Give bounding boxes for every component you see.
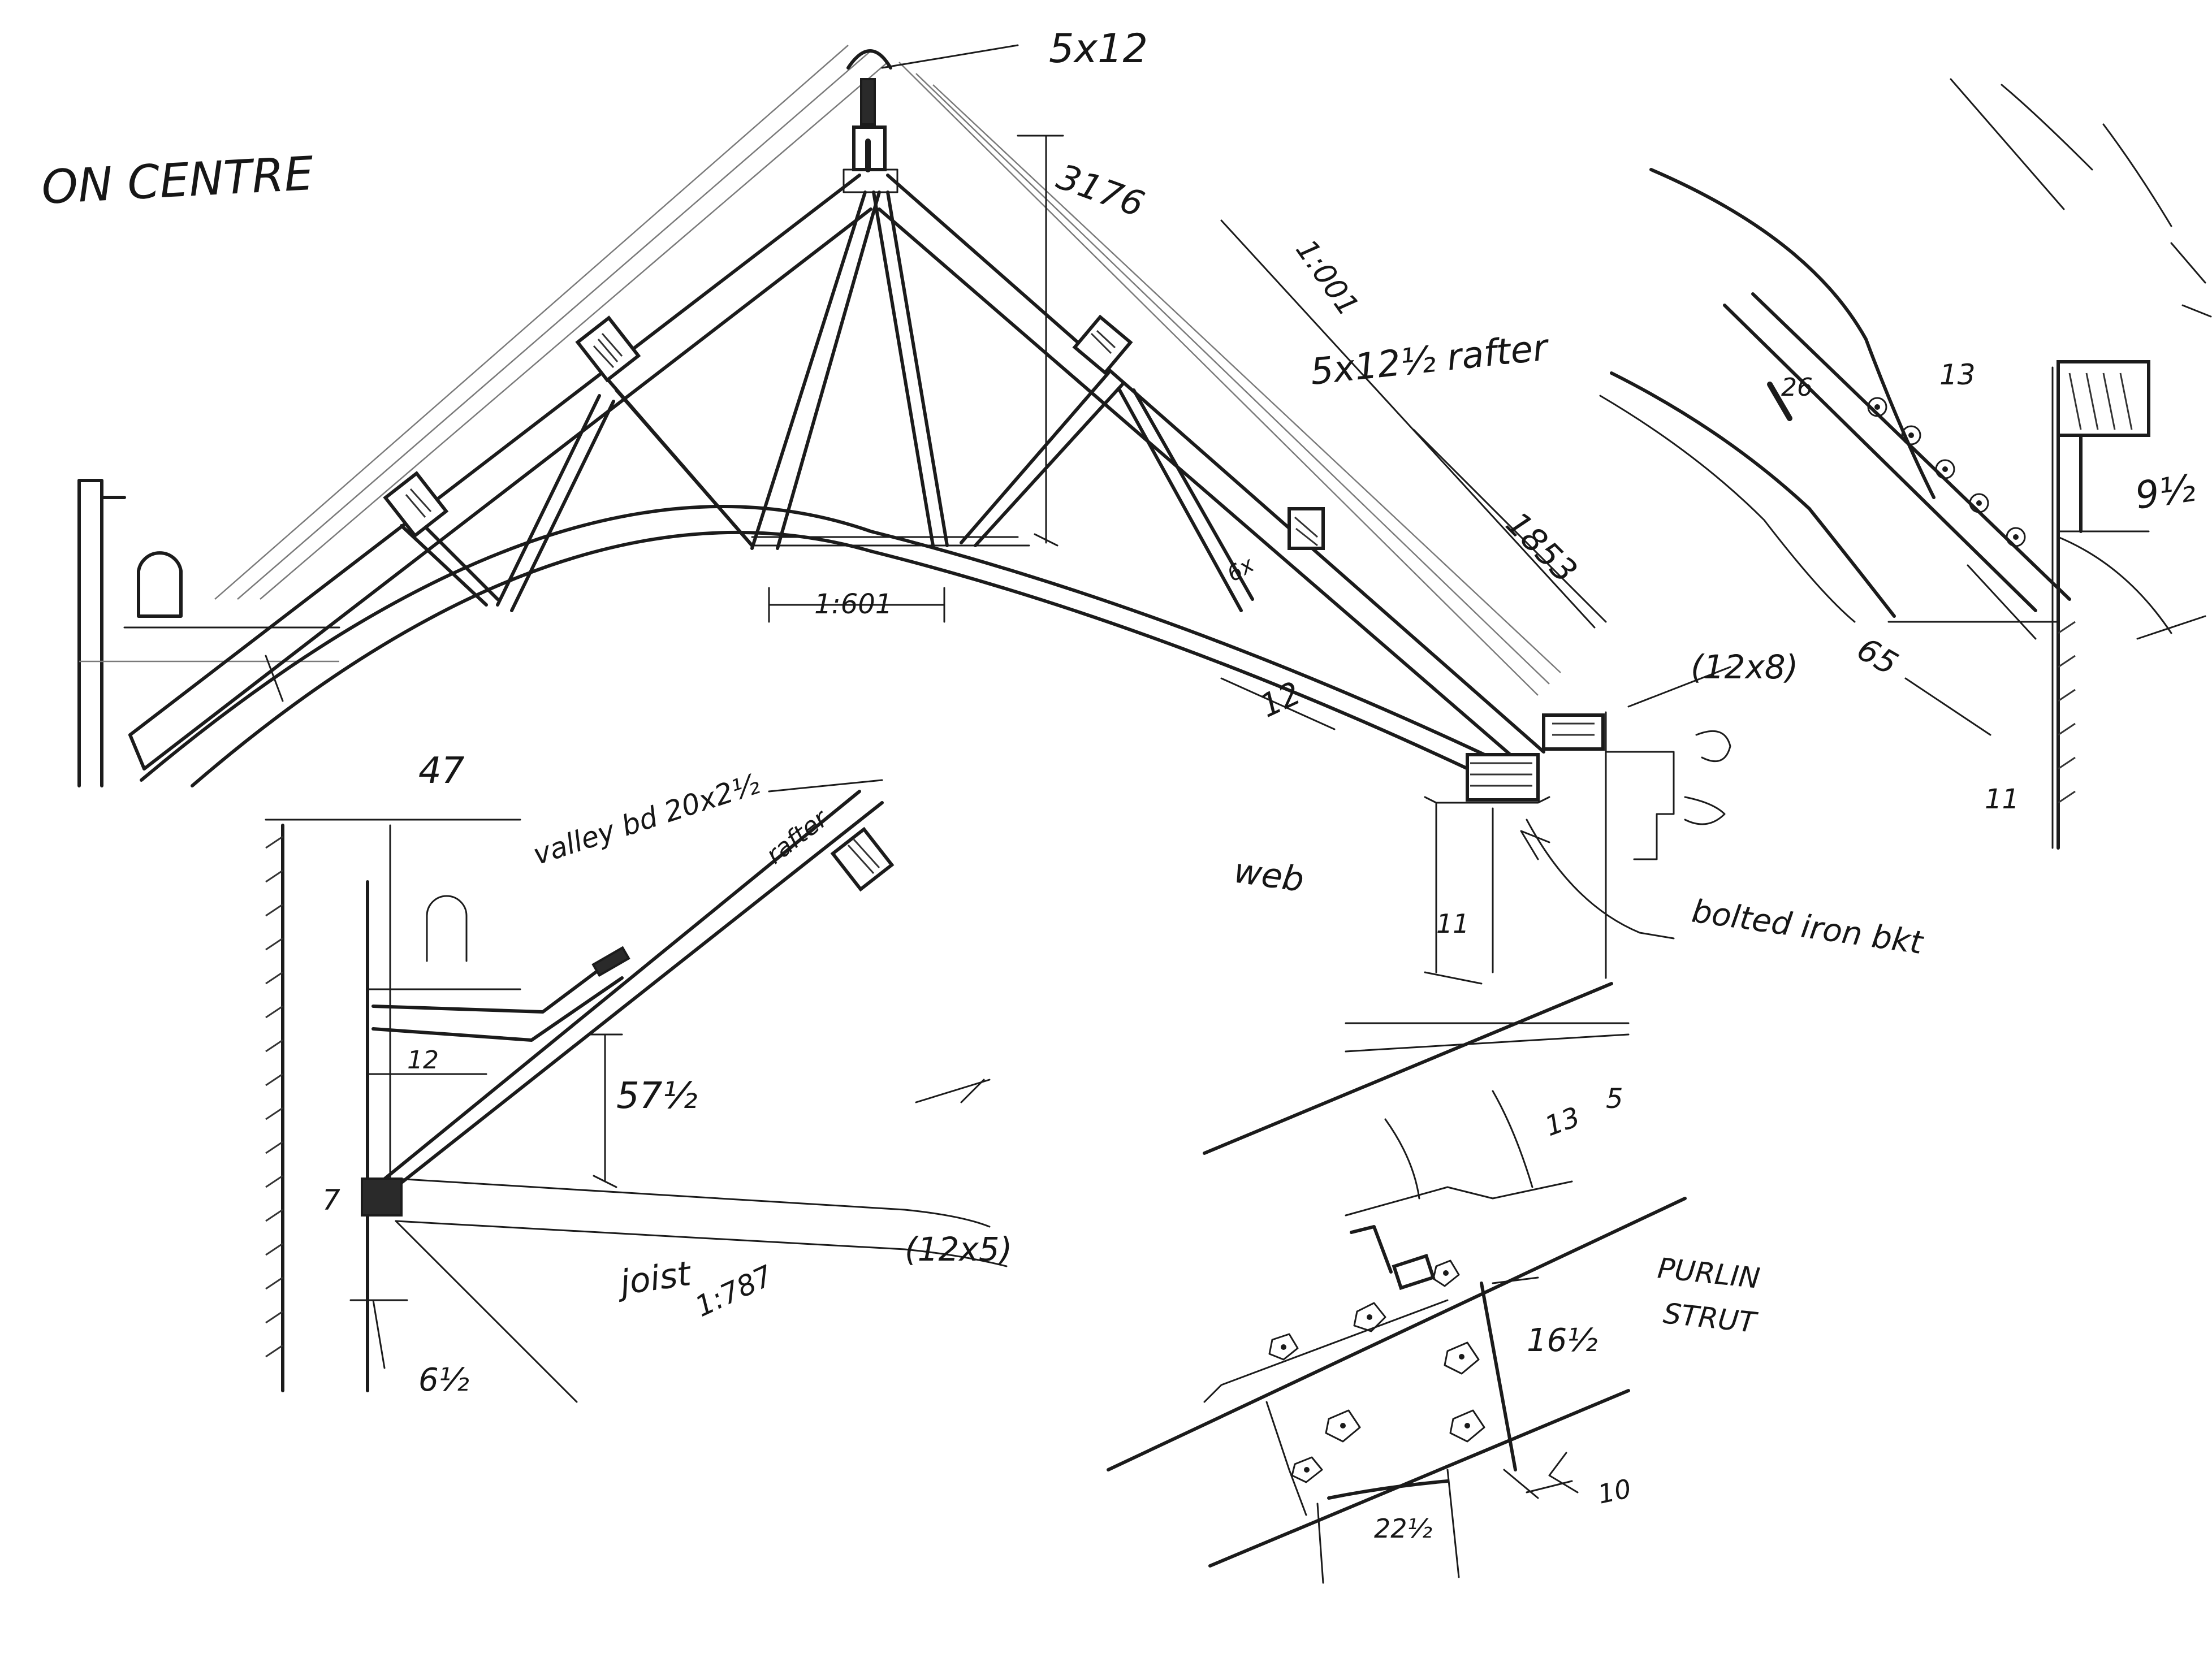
- purlin-dim-c: 16½: [1527, 1322, 1598, 1359]
- arched-bottom-chord: [140, 504, 1540, 793]
- bolt-heads: [1867, 397, 2026, 547]
- panel-width-dimension: 1:601: [814, 588, 892, 620]
- arch-foot-dimension: 11: [1985, 783, 2019, 815]
- joist-size-label: (12x5): [905, 1230, 1012, 1269]
- purlin-dim-e: 10: [1595, 1473, 1634, 1510]
- roof-slope-lines: [214, 45, 1561, 696]
- detail-width-dimension: 47: [418, 750, 465, 792]
- purlin-bolt-heads: [1268, 1259, 1485, 1483]
- ridge-assembly: [843, 44, 1019, 193]
- post-dimension: 9½: [2133, 466, 2198, 518]
- truss-dimensions: [768, 135, 1607, 730]
- arch-width-dimension: 13: [1939, 358, 1976, 391]
- arch-depth-dimension: 26: [1781, 373, 1813, 402]
- arch-brace-detail: 26 13 9½ 65 11: [1599, 78, 2212, 850]
- left-wall: [77, 479, 340, 787]
- purlin-blocks: [383, 314, 1325, 550]
- collar-dimension: 12: [407, 1046, 439, 1075]
- eave-dimension: 11: [1436, 908, 1470, 939]
- plate-dimension: 7: [322, 1184, 340, 1217]
- purlin-dim-b: 5: [1606, 1083, 1623, 1115]
- bearing-dimension: 6½: [418, 1362, 469, 1399]
- purlin-dim-d: 22½: [1374, 1513, 1432, 1544]
- truss-webs: [400, 191, 1254, 612]
- web-label: web: [1232, 851, 1307, 901]
- rise-dimension: 57½: [616, 1075, 697, 1117]
- sketch-marks: [915, 971, 1483, 1103]
- wall-plate-label: (12x8): [1691, 648, 1798, 686]
- ridge-label: 5x12: [1049, 25, 1148, 72]
- principal-rafters: [128, 174, 1545, 770]
- eave-detail: [1424, 666, 1731, 979]
